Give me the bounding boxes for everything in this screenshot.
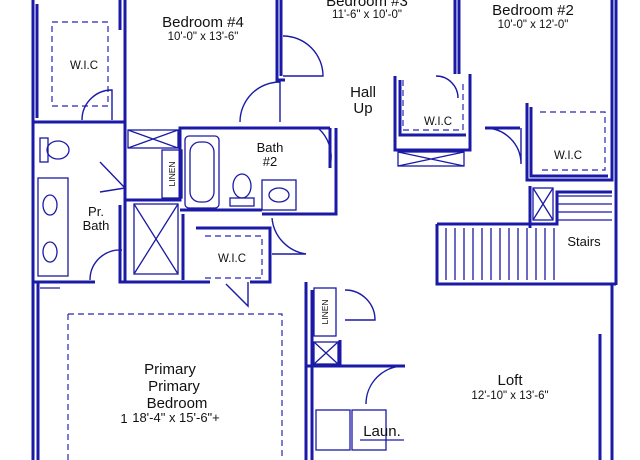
bedroom4-size: 10'-0" x 13'-6" [168,31,239,43]
bath2-name: Bath [257,140,284,155]
bedroom2-size: 10'-0" x 12'-0" [498,19,569,31]
labels: Bedroom #4 10'-0" x 13'-6" Bedroom #3 11… [70,0,601,441]
wic-left: W.I.C [70,60,98,72]
washer [315,409,351,451]
primary-size: 18'-4" x 15'-6"+ [132,410,220,425]
doors [81,35,522,405]
wic-right: W.I.C [554,150,582,162]
pr-bath-name1: Pr. [88,204,104,219]
primary-line1: Primary [144,361,196,378]
linen-closet-bath [161,149,183,199]
fixtures [37,129,612,451]
bedroom3-name: Bedroom #3 [326,0,408,10]
walls [31,0,618,460]
hall-name: Hall [350,84,376,101]
hall-note: Up [353,100,372,117]
shower-primary [133,203,179,275]
dryer [351,409,387,451]
shelf-laundry [313,341,339,365]
wic-primary: W.I.C [218,253,246,265]
shelf-stairs [532,187,554,221]
stairs-treads [445,195,612,280]
vanity-bath2 [261,179,297,211]
pr-bath-name2: Bath [83,218,110,233]
toilet-bath2 [229,173,255,207]
dashed-outlines [51,21,606,460]
bedroom3-size: 11'-6" x 10'-0" [332,9,402,21]
stairs-name: Stairs [567,234,601,249]
wic-hall: W.I.C [424,116,452,128]
bedroom4-name: Bedroom #4 [162,14,244,31]
primary-prefix: 1 [120,411,127,426]
shelf-bath [127,129,179,149]
linen-closet-laundry [313,287,337,337]
primary-line3: Bedroom [147,395,208,412]
bedroom2-name: Bedroom #2 [492,2,574,19]
toilet-primary [39,137,70,163]
vanity-primary [37,177,69,277]
shelf-hall-closet [397,151,465,167]
linen-laundry-label: LINEN [320,299,330,324]
bathtub [184,135,220,209]
loft-name: Loft [497,372,523,389]
loft-size: 12'-10" x 13'-6" [471,390,548,402]
linen-bath-label: LINEN [167,161,177,186]
bath2-num: #2 [263,154,277,169]
primary-line2: Primary [148,378,200,395]
laundry-name: Laun. [363,423,401,440]
